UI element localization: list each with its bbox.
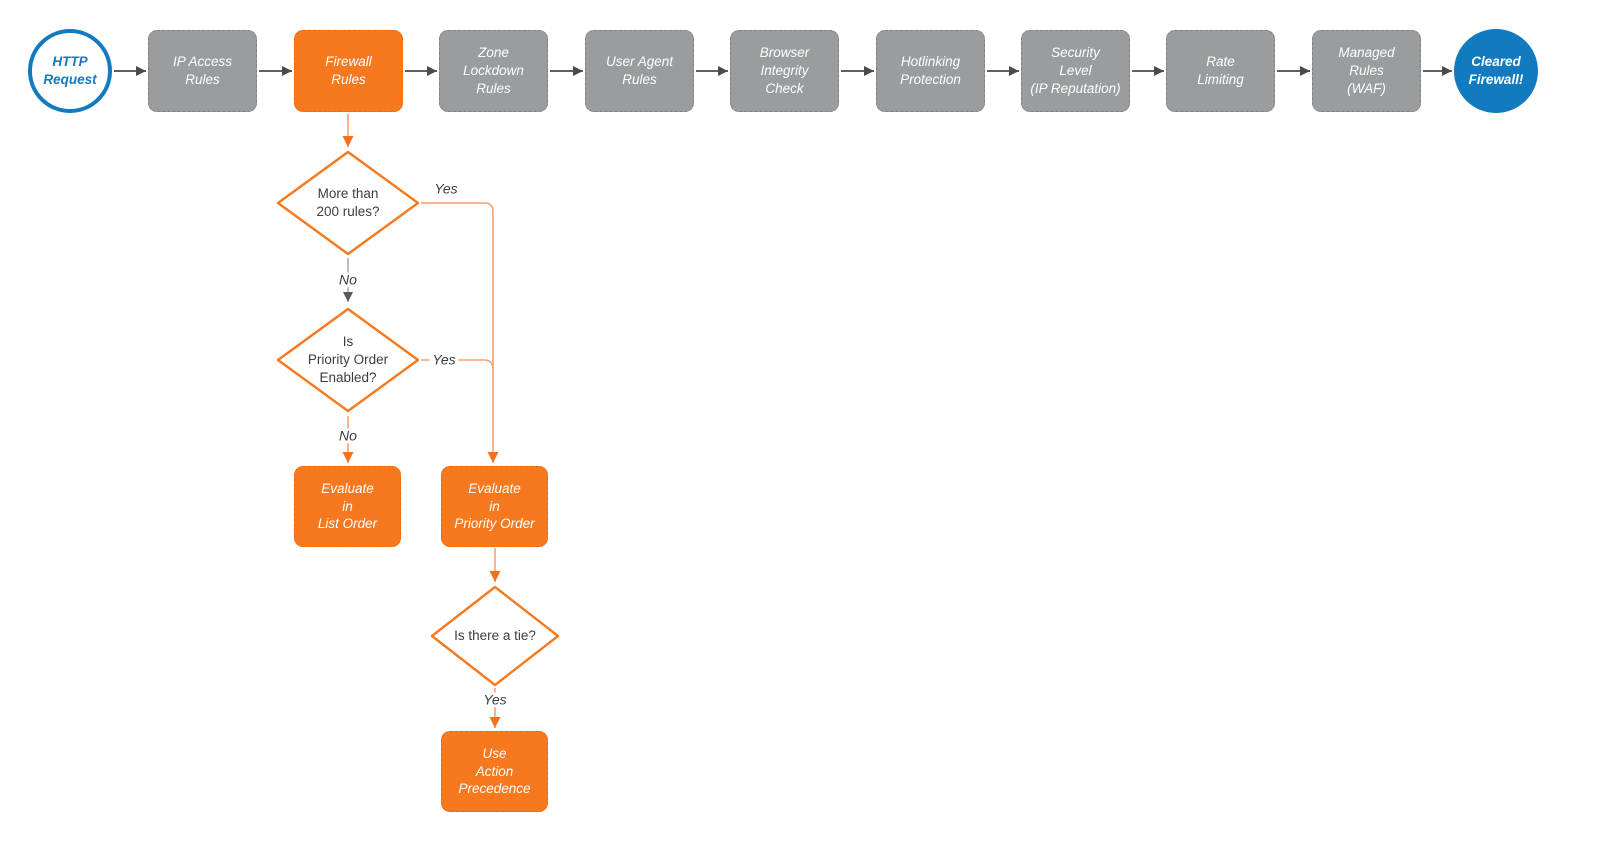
start-node-label: HTTP Request: [43, 54, 97, 87]
action-label: Use Action Precedence: [458, 745, 531, 797]
decision-more-than-200-rules: More than 200 rules?: [275, 149, 421, 257]
process-hotlinking-protection: Hotlinking Protection: [876, 30, 985, 112]
action-label: Evaluate in Priority Order: [454, 480, 535, 532]
decision-is-there-a-tie: Is there a tie?: [429, 584, 561, 688]
process-label: Firewall Rules: [325, 54, 372, 87]
decision-priority-order-enabled: Is Priority Order Enabled?: [275, 306, 421, 414]
process-managed-rules-waf: Managed Rules (WAF): [1312, 30, 1421, 112]
process-user-agent-rules: User Agent Rules: [585, 30, 694, 112]
edge-label-yes-priority-enabled: Yes: [429, 351, 459, 368]
process-label: Zone Lockdown Rules: [463, 45, 524, 96]
process-zone-lockdown-rules: Zone Lockdown Rules: [439, 30, 548, 112]
decision-label: Is Priority Order Enabled?: [307, 334, 389, 385]
process-label: Rate Limiting: [1197, 54, 1244, 87]
action-label: Evaluate in List Order: [317, 480, 378, 532]
diamond-shape: [276, 150, 420, 256]
decision-label: Is there a tie?: [454, 628, 536, 644]
process-security-level-ip-reputation: Security Level (IP Reputation): [1021, 30, 1130, 112]
process-label: Hotlinking Protection: [900, 54, 961, 87]
diamond-shape: [430, 585, 560, 687]
process-label: Security Level (IP Reputation): [1030, 45, 1121, 96]
process-browser-integrity-check: Browser Integrity Check: [730, 30, 839, 112]
action-evaluate-in-priority-order: Evaluate in Priority Order: [441, 466, 548, 547]
edge-label-yes-more-than-200: Yes: [431, 180, 461, 197]
edge-label-yes-tie: Yes: [480, 691, 510, 708]
process-label: IP Access Rules: [172, 54, 233, 87]
process-label: User Agent Rules: [605, 54, 674, 87]
process-label: Browser Integrity Check: [759, 45, 810, 96]
action-use-action-precedence: Use Action Precedence: [441, 731, 548, 812]
diamond-shape: [276, 307, 420, 413]
process-label: Managed Rules (WAF): [1338, 45, 1395, 96]
edge-label-no-priority-enabled: No: [336, 427, 360, 444]
edge-label-no-more-than-200: No: [336, 271, 360, 288]
end-node-label: Cleared Firewall!: [1468, 54, 1524, 87]
process-rate-limiting: Rate Limiting: [1166, 30, 1275, 112]
end-node-cleared-firewall: Cleared Firewall!: [1454, 29, 1538, 113]
process-ip-access-rules: IP Access Rules: [148, 30, 257, 112]
action-evaluate-in-list-order: Evaluate in List Order: [294, 466, 401, 547]
process-firewall-rules: Firewall Rules: [294, 30, 403, 112]
decision-label: More than 200 rules?: [316, 186, 380, 219]
start-node-http-request: HTTP Request: [28, 29, 112, 113]
